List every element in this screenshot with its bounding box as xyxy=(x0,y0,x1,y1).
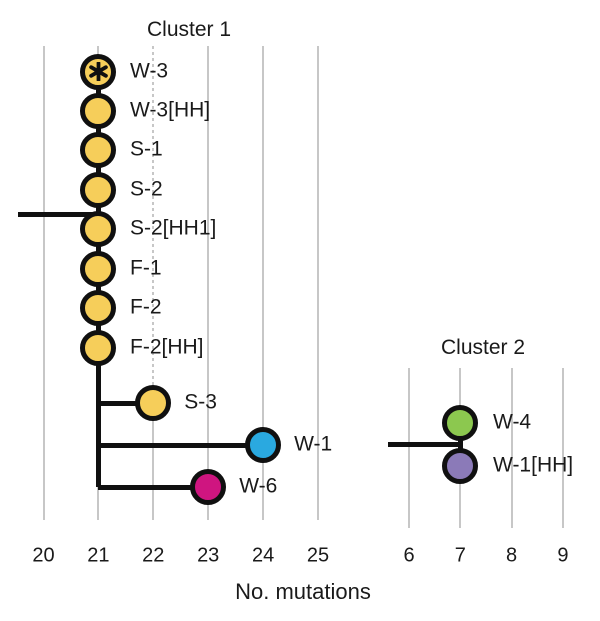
tree-edge xyxy=(98,400,154,406)
axis-tick-label: 7 xyxy=(454,544,466,567)
tree-edge xyxy=(18,211,99,217)
axis-tick-label: 8 xyxy=(506,544,518,567)
node-label: W-6 xyxy=(239,474,278,498)
tree-node xyxy=(80,250,117,287)
cluster1-title: Cluster 1 xyxy=(146,18,232,41)
tree-node xyxy=(80,171,117,208)
gridline xyxy=(262,46,265,520)
node-label: F-1 xyxy=(130,256,162,280)
axis-tick-label: 20 xyxy=(32,544,55,567)
tree-node xyxy=(245,427,282,463)
tree-node xyxy=(442,448,479,484)
tree-node xyxy=(190,469,227,505)
node-label: W-3[HH] xyxy=(130,98,211,122)
node-label: S-2[HH1] xyxy=(130,216,217,240)
gridline xyxy=(317,46,319,520)
tree-edge xyxy=(98,484,209,490)
node-label: F-2 xyxy=(130,295,162,319)
tree-node xyxy=(80,329,117,366)
gridline xyxy=(510,368,513,528)
node-label: S-2 xyxy=(130,177,163,201)
tree-edge xyxy=(98,442,264,448)
node-label: W-3 xyxy=(130,59,169,83)
tree-node xyxy=(80,290,117,327)
tree-edge xyxy=(388,441,461,447)
node-label: W-1 xyxy=(294,432,333,456)
tree-node xyxy=(135,385,172,421)
node-label: F-2[HH] xyxy=(130,335,204,359)
tree-node xyxy=(80,92,117,129)
gridline xyxy=(42,46,45,520)
node-label: S-3 xyxy=(184,390,217,414)
gridline xyxy=(152,388,155,520)
gridline xyxy=(152,46,155,388)
node-label: S-1 xyxy=(130,137,163,161)
tree-node xyxy=(80,132,117,169)
tree-node xyxy=(442,405,479,441)
tree-node xyxy=(80,211,117,248)
node-label: W-1[HH] xyxy=(493,453,574,477)
axis-tick-label: 22 xyxy=(142,544,165,567)
node-label: W-4 xyxy=(493,410,532,434)
axis-tick-label: 25 xyxy=(306,544,330,567)
gridline xyxy=(561,368,564,528)
asterisk-icon xyxy=(89,62,108,81)
x-axis-label: No. mutations xyxy=(235,579,371,604)
axis-tick-label: 23 xyxy=(197,544,220,567)
axis-tick-label: 24 xyxy=(251,544,275,567)
axis-tick-label: 9 xyxy=(557,544,569,567)
gridline xyxy=(207,46,210,520)
axis-tick-label: 6 xyxy=(403,544,415,567)
tree-edge xyxy=(457,423,463,466)
cluster2-title: Cluster 2 xyxy=(440,336,526,359)
tree-node xyxy=(80,53,117,90)
gridline xyxy=(408,368,410,528)
axis-tick-label: 21 xyxy=(87,544,110,567)
